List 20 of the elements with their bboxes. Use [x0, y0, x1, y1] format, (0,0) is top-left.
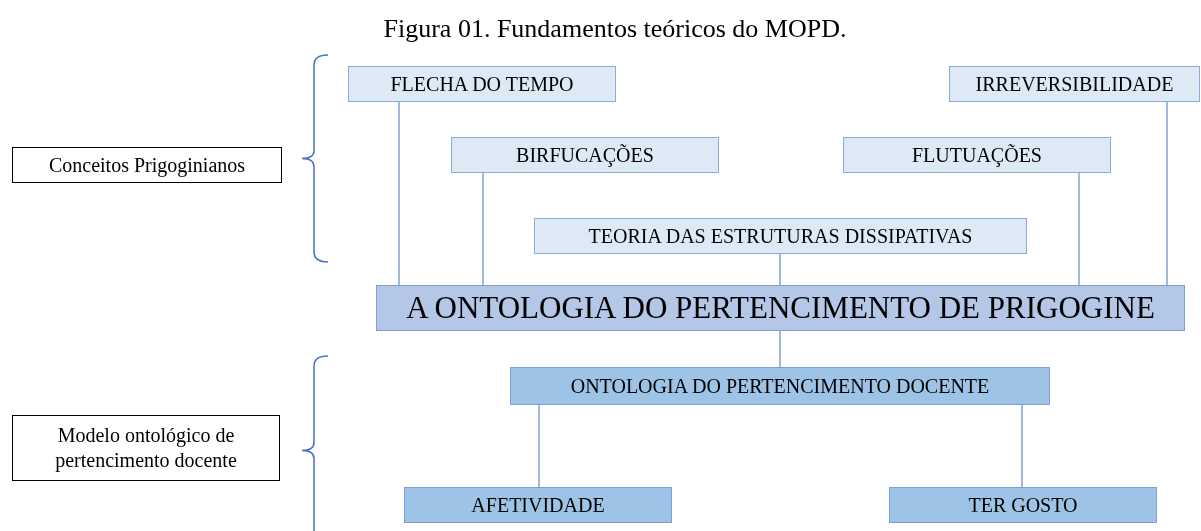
concept-box: TER GOSTO	[889, 487, 1157, 523]
connector-line	[482, 172, 484, 286]
connector-line	[1078, 172, 1080, 286]
connector-line	[1166, 101, 1168, 286]
concept-box: FLECHA DO TEMPO	[348, 66, 616, 102]
connector-line	[779, 330, 781, 368]
connector-line	[398, 101, 400, 286]
connector-line	[538, 404, 540, 488]
concept-box: IRREVERSIBILIDADE	[949, 66, 1200, 102]
concept-box: AFETIVIDADE	[404, 487, 672, 523]
concept-box: Conceitos Prigoginianos	[12, 147, 282, 183]
concept-box: TEORIA DAS ESTRUTURAS DISSIPATIVAS	[534, 218, 1027, 254]
connector-line	[1021, 404, 1023, 488]
figure-title: Figura 01. Fundamentos teóricos do MOPD.	[382, 14, 848, 44]
central-box: A ONTOLOGIA DO PERTENCIMENTO DE PRIGOGINE	[376, 285, 1185, 331]
concept-box: ONTOLOGIA DO PERTENCIMENTO DOCENTE	[510, 367, 1050, 405]
concept-box: FLUTUAÇÕES	[843, 137, 1111, 173]
concept-box: Modelo ontológico de pertencimento docente	[12, 415, 280, 481]
connector-line	[779, 253, 781, 286]
concept-box: BIRFUCAÇÕES	[451, 137, 719, 173]
